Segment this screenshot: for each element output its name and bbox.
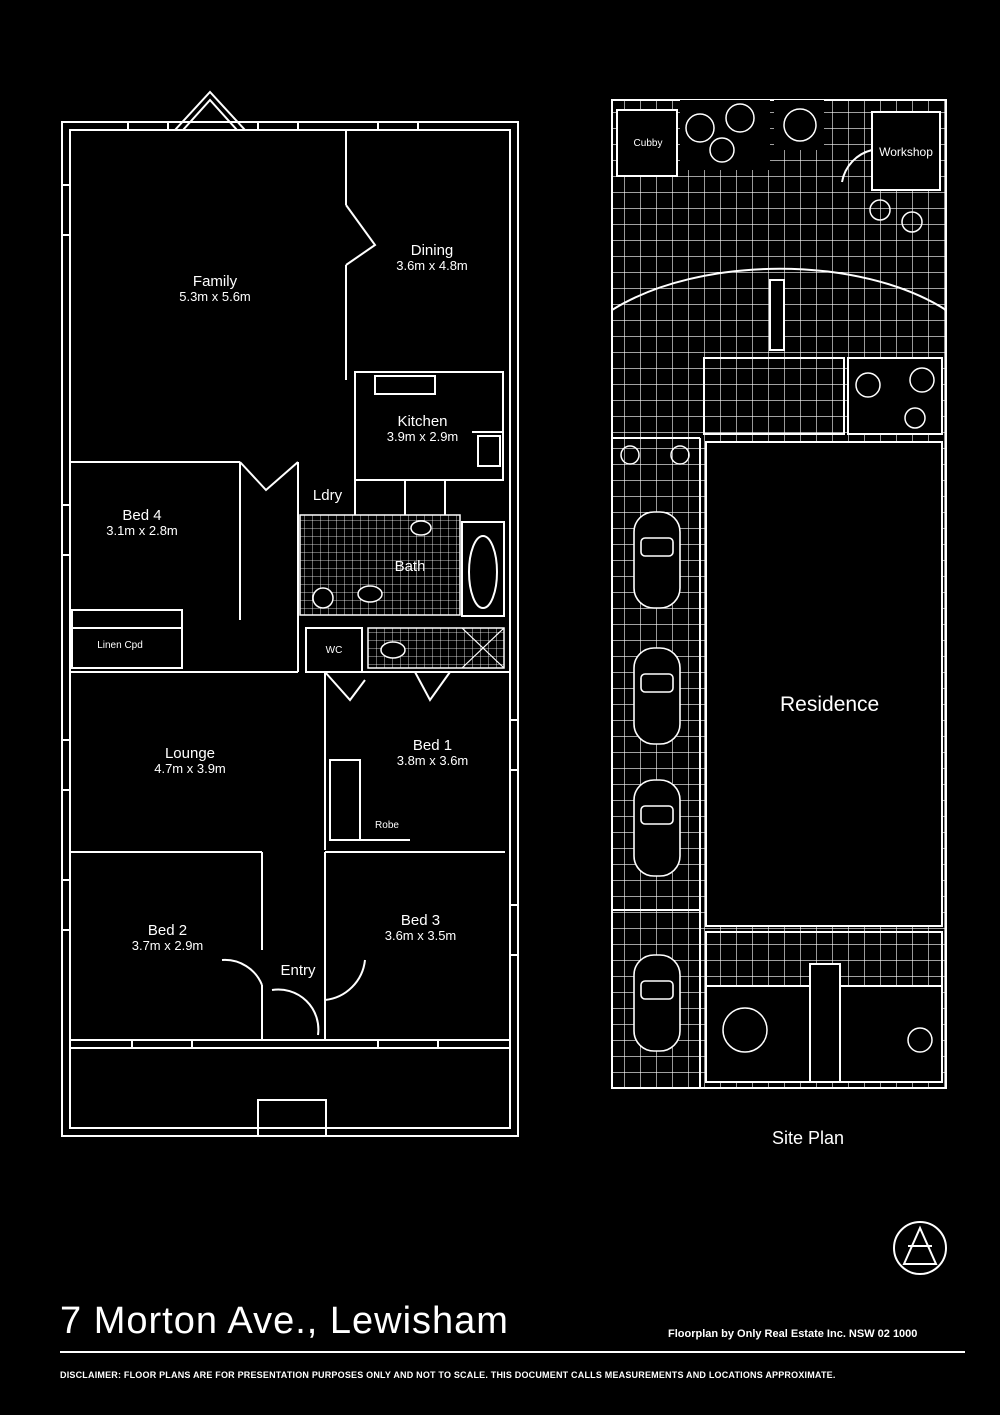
room-family: Family 5.3m x 5.6m [150,273,280,305]
room-bed1: Bed 1 3.8m x 3.6m [370,737,495,769]
room-bed4: Bed 4 3.1m x 2.8m [82,507,202,539]
room-bed2-name: Bed 2 [147,922,188,939]
room-kitchen: Kitchen 3.9m x 2.9m [360,413,485,445]
room-dining-name: Dining [410,242,454,259]
room-bed1-dims: 3.8m x 3.6m [396,753,469,769]
room-lounge-dims: 4.7m x 3.9m [154,761,226,777]
site-plan-title: Site Plan [772,1128,845,1148]
compass-logo-icon [893,1221,947,1275]
room-bed3-name: Bed 3 [400,912,441,929]
tiled-wet-areas [299,514,505,669]
site-residence-label: Residence [780,693,880,716]
room-entry-name: Entry [280,962,316,979]
garden-plant-icons [620,103,935,1053]
room-laundry-name: Ldry [312,487,343,504]
room-bath-name: Bath [394,558,426,575]
room-bed1-name: Bed 1 [412,737,453,754]
room-kitchen-dims: 3.9m x 2.9m [386,429,459,445]
room-bed2-dims: 3.7m x 2.9m [131,938,204,954]
room-family-name: Family [192,273,238,290]
main-floor-plan [61,90,519,1137]
site-cubby-label: Cubby [633,138,663,149]
disclaimer-text: DISCLAIMER: FLOOR PLANS ARE FOR PRESENTA… [60,1370,836,1380]
floorplan-credit: Floorplan by Only Real Estate Inc. NSW 0… [668,1328,918,1340]
room-robe-name: Robe [375,820,399,831]
car-icons [633,511,681,1052]
room-linen-name: Linen Cpd [97,640,143,651]
room-bed3-dims: 3.6m x 3.5m [384,928,457,944]
room-dining-dims: 3.6m x 4.8m [396,258,468,274]
room-wc-name: WC [325,645,343,656]
page-title: 7 Morton Ave., Lewisham [60,1300,509,1342]
room-dining: Dining 3.6m x 4.8m [372,242,492,274]
room-bed4-dims: 3.1m x 2.8m [106,523,178,539]
room-bed4-name: Bed 4 [122,507,162,524]
room-bed3: Bed 3 3.6m x 3.5m [358,912,483,944]
room-kitchen-name: Kitchen [397,413,448,430]
room-lounge: Lounge 4.7m x 3.9m [130,745,250,777]
room-family-dims: 5.3m x 5.6m [179,289,251,305]
room-bed2: Bed 2 3.7m x 2.9m [105,922,230,954]
room-lounge-name: Lounge [164,745,216,762]
site-workshop-label: Workshop [879,145,933,159]
site-plan-drawing [611,99,947,1089]
